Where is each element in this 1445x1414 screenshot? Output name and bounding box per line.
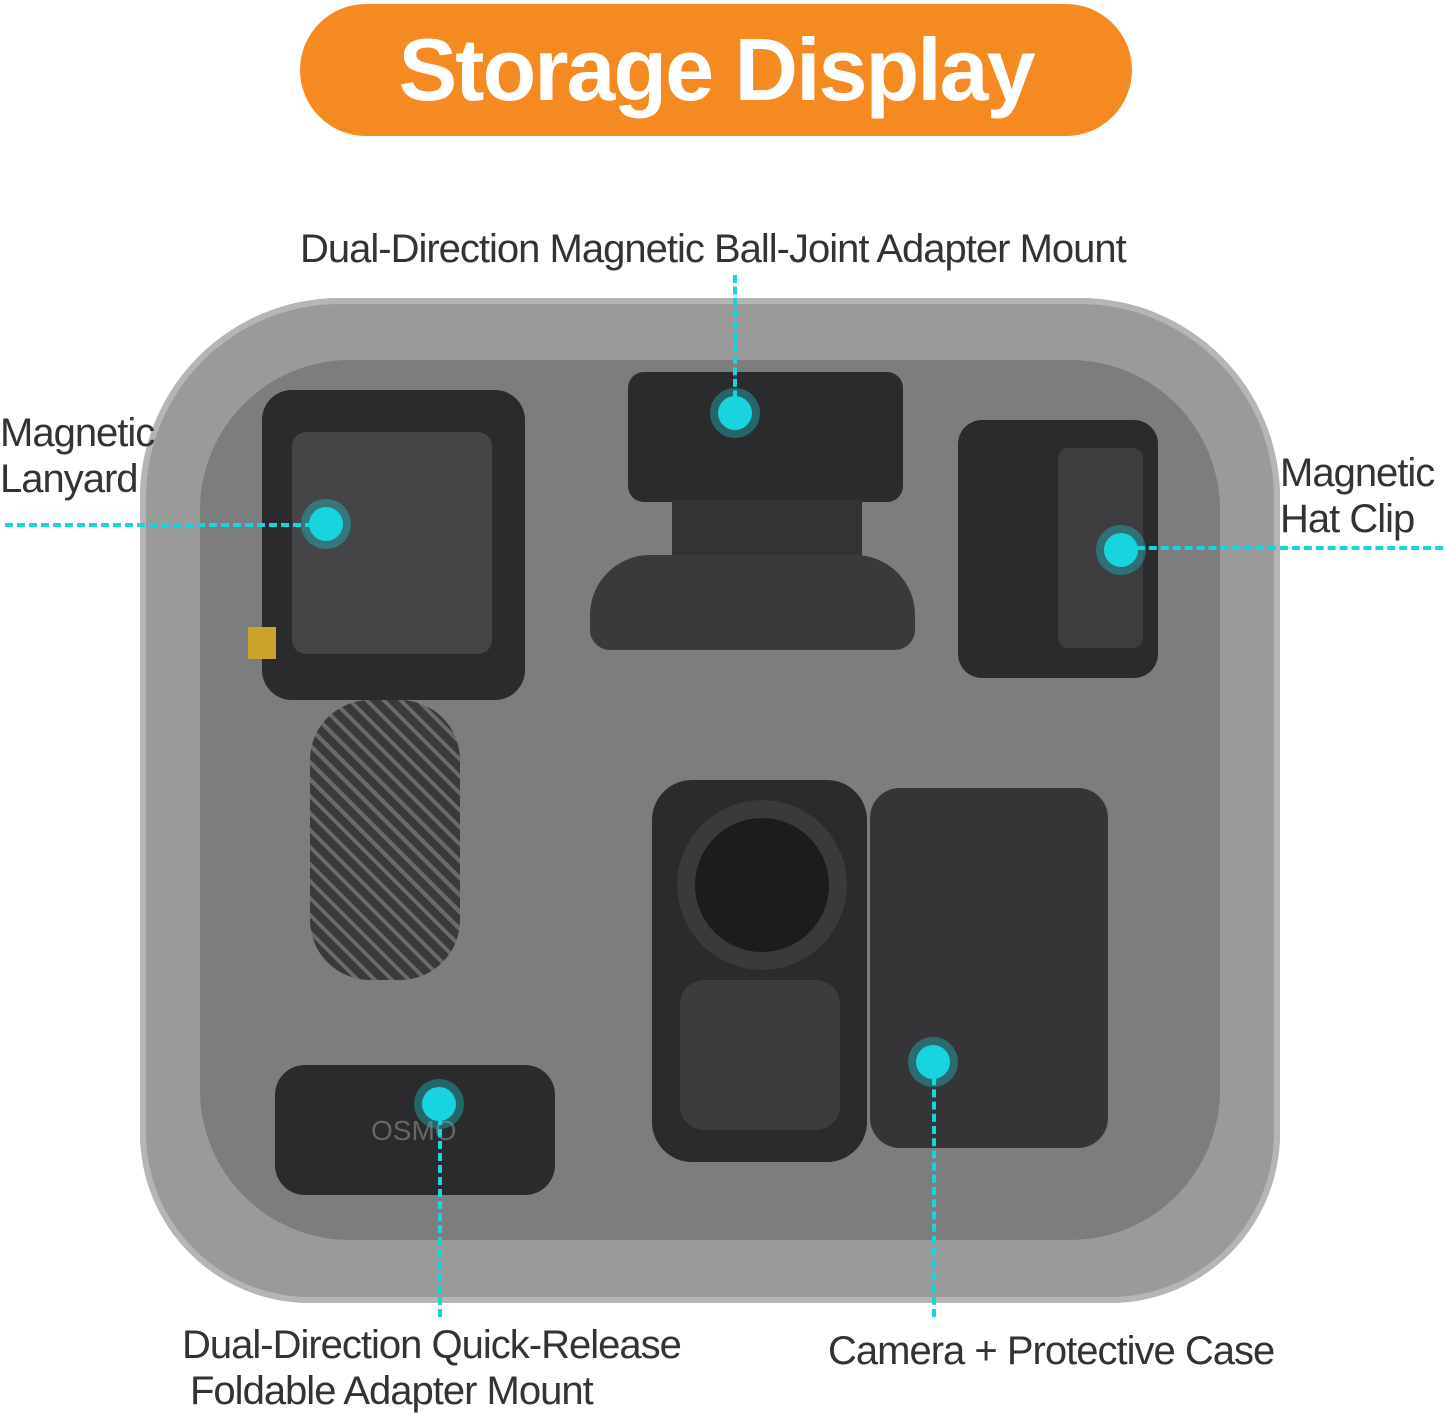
label-ball-joint-mount: Dual-Direction Magnetic Ball-Joint Adapt… [300,227,1127,271]
label-camera-case: Camera + Protective Case [828,1329,1275,1373]
title: Storage Display [398,20,1035,119]
quick-release-mount-item: OSMO [275,1065,555,1195]
magnetic-lanyard-item [248,390,525,700]
lanyard-instruction-panel [292,432,492,654]
ball-joint-mount-item [628,372,903,502]
camera-lens [677,800,847,970]
label-line: Magnetic [1280,451,1435,495]
lanyard-tag [248,627,276,659]
label-line: Lanyard [0,457,139,501]
lanyard-cord [310,700,460,980]
ball-joint-neck [672,500,862,560]
callout-dot-ball-joint [718,396,752,430]
callout-dot-lanyard [309,507,343,541]
label-line: Hat Clip [1280,497,1415,541]
label-line: Magnetic [0,411,155,455]
callout-dot-camera [916,1045,950,1079]
callout-line-quick-release [438,1105,442,1317]
camera-screen [680,980,840,1130]
callout-dot-quick-release [422,1087,456,1121]
callout-line-ball-joint [733,275,737,410]
callout-line-camera [932,1065,936,1317]
title-banner: Storage Display [300,4,1132,136]
label-line: Dual-Direction Quick-Release [182,1323,682,1367]
ball-joint-base [590,555,915,650]
callout-line-hat-clip [1125,546,1443,550]
callout-dot-hat-clip [1104,533,1138,567]
callout-line-lanyard [5,523,325,527]
label-line: Foldable Adapter Mount [190,1369,594,1413]
camera-item [652,780,867,1162]
protective-case-item [870,788,1108,1148]
